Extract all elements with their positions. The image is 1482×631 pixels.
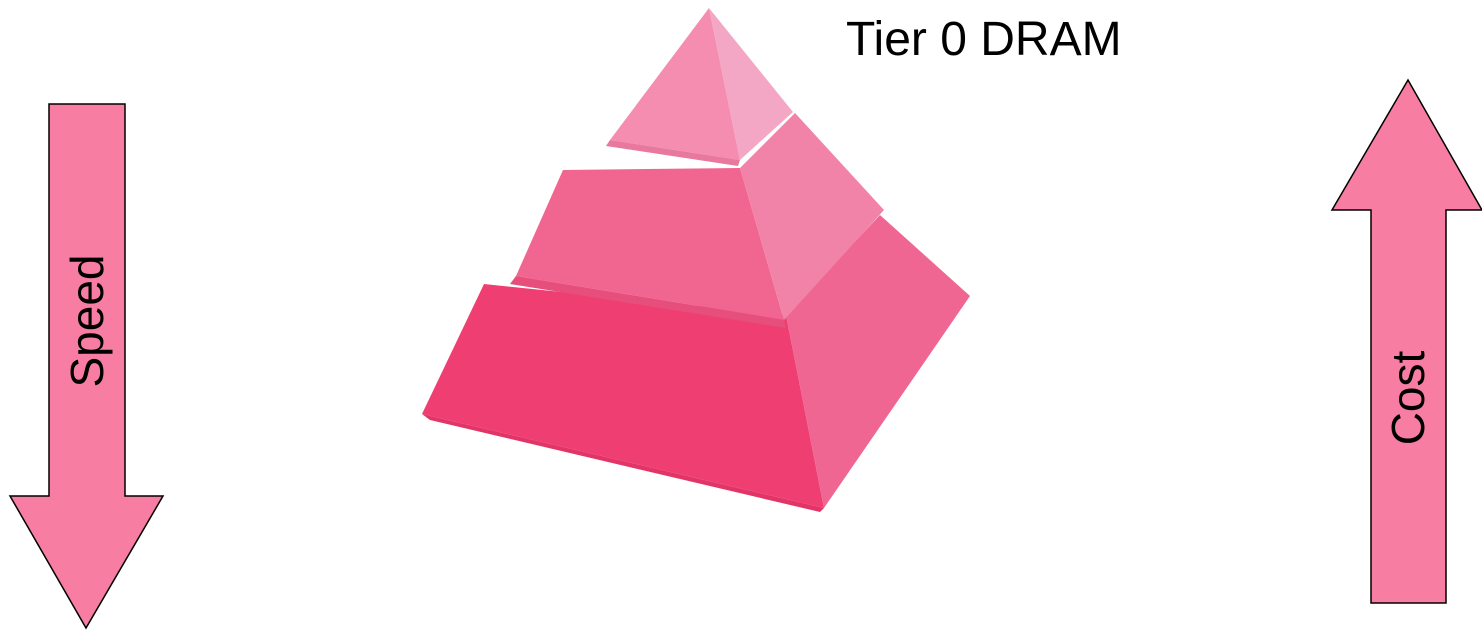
tier-0-label: Tier 0 DRAM xyxy=(846,13,1122,66)
tier-pyramid xyxy=(422,8,970,512)
cost-arrow xyxy=(1332,80,1482,603)
pyramid-tier-top xyxy=(606,8,793,166)
cost-label: Cost xyxy=(1382,350,1434,445)
speed-label: Speed xyxy=(61,254,113,387)
